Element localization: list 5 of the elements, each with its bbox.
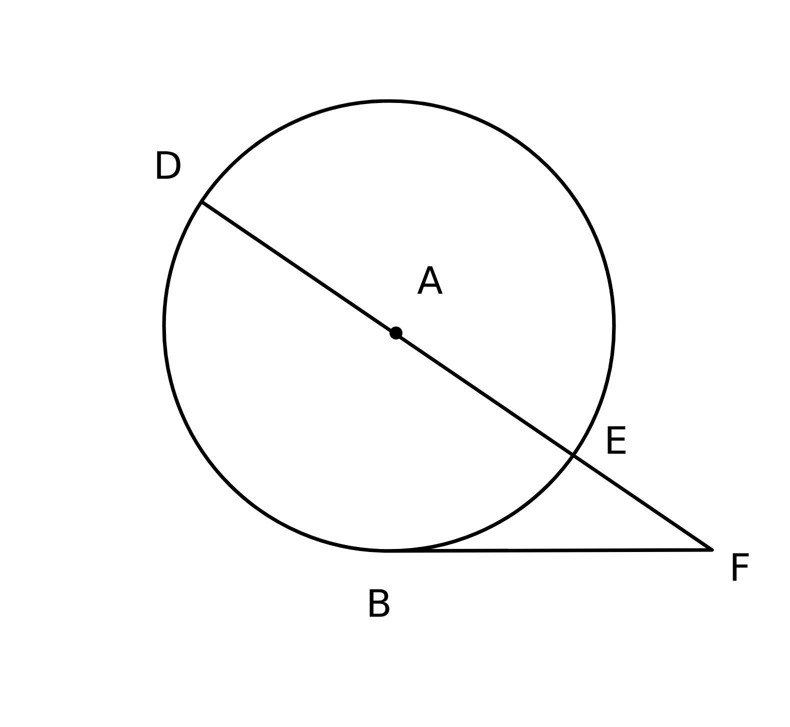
point-label: F bbox=[732, 553, 749, 581]
point-label: A bbox=[417, 266, 443, 294]
point-label: B bbox=[370, 589, 390, 617]
point-label: E bbox=[608, 426, 626, 454]
point-label: D bbox=[157, 151, 180, 179]
